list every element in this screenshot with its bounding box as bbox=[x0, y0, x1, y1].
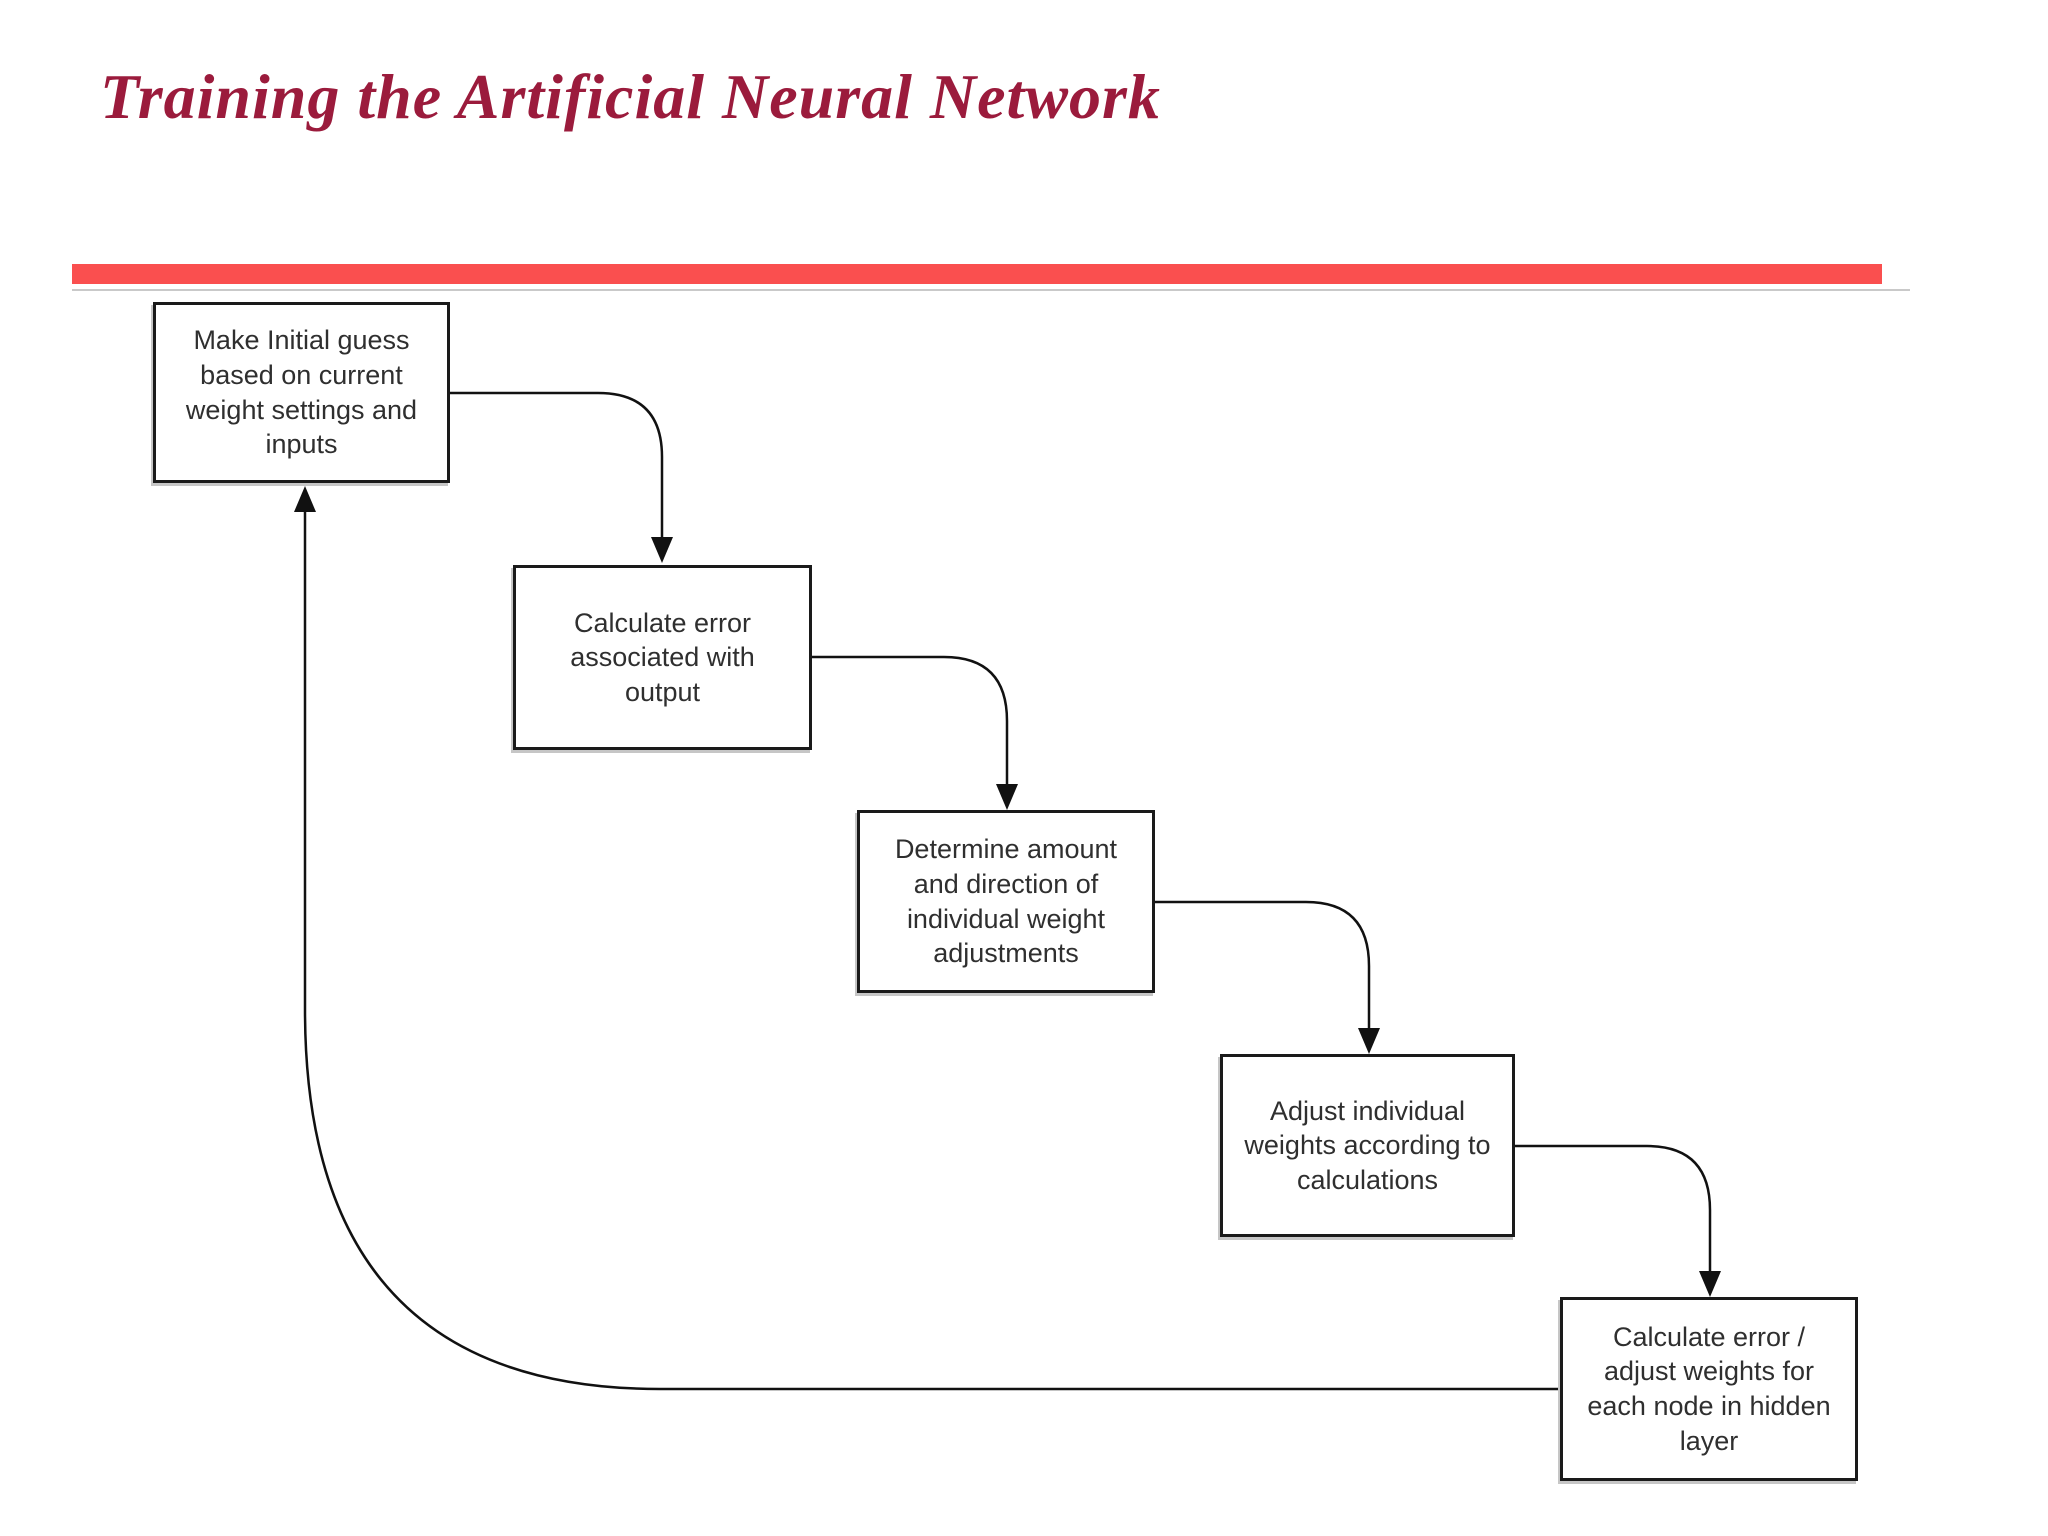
flow-node-calculate-error: Calculate error associated with output bbox=[513, 565, 812, 750]
flow-node-label: Make Initial guess based on current weig… bbox=[185, 325, 418, 460]
title-divider-bar bbox=[72, 264, 1882, 284]
title-divider-shadow-line bbox=[72, 289, 1910, 291]
connector-feedback-loop bbox=[303, 512, 1560, 1391]
connector-adjust-to-hidden bbox=[1515, 1144, 1712, 1274]
flow-node-label: Adjust individual weights according to c… bbox=[1244, 1095, 1491, 1195]
flow-node-label: Calculate error associated with output bbox=[570, 607, 755, 707]
flow-node-label: Determine amount and direction of indivi… bbox=[894, 834, 1118, 969]
slide-title: Training the Artificial Neural Network bbox=[100, 61, 1161, 132]
connector-guess-to-error bbox=[450, 391, 664, 540]
flow-node-label: Calculate error / adjust weights for eac… bbox=[1587, 1321, 1831, 1456]
arrowhead-down-icon bbox=[651, 537, 673, 563]
arrowhead-down-icon bbox=[996, 784, 1018, 810]
connector-error-to-determine bbox=[812, 655, 1009, 787]
arrowhead-down-icon bbox=[1699, 1271, 1721, 1297]
flow-node-adjust-weights: Adjust individual weights according to c… bbox=[1220, 1054, 1515, 1237]
flow-node-calculate-error-hidden: Calculate error / adjust weights for eac… bbox=[1560, 1297, 1858, 1481]
flow-node-make-initial-guess: Make Initial guess based on current weig… bbox=[153, 302, 450, 483]
arrowhead-up-icon bbox=[294, 486, 316, 512]
connector-determine-to-adjust bbox=[1155, 900, 1371, 1031]
flow-node-determine-adjustments: Determine amount and direction of indivi… bbox=[857, 810, 1155, 993]
arrowhead-down-icon bbox=[1358, 1028, 1380, 1054]
